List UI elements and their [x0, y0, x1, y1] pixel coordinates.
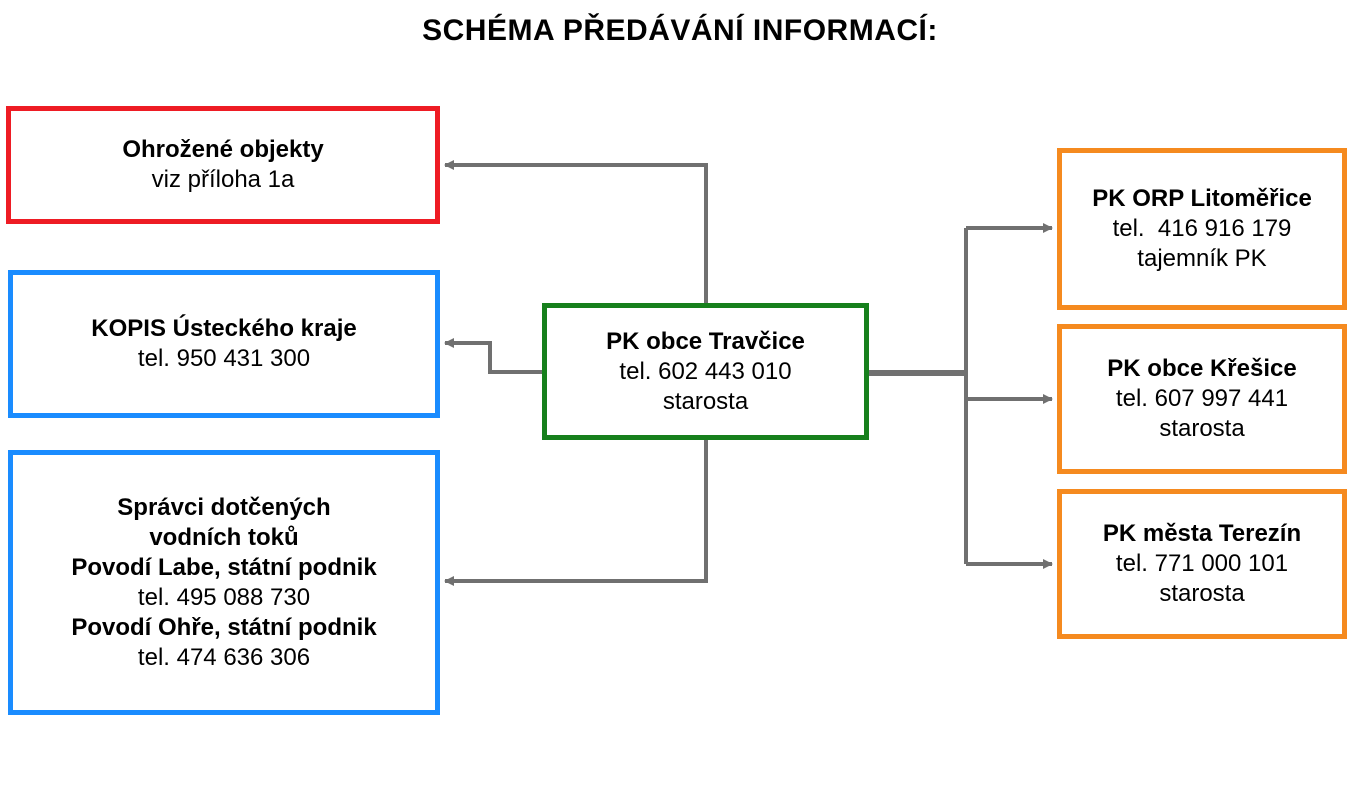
- node-terezin-role: starosta: [1159, 580, 1245, 607]
- node-ohrozene-note: viz příloha 1a: [151, 166, 295, 193]
- node-spravci-heading-1: Správci dotčených: [117, 493, 331, 521]
- node-terezin: PK města Terezín tel. 771 000 101 staros…: [1057, 489, 1347, 639]
- node-kresice-name: PK obce Křešice: [1107, 355, 1297, 382]
- node-center-name: PK obce Travčice: [606, 327, 805, 355]
- node-spravci-org-1: Povodí Labe, státní podnik: [71, 553, 377, 581]
- node-center-phone: tel. 602 443 010: [619, 357, 792, 385]
- node-terezin-name: PK města Terezín: [1102, 520, 1302, 547]
- node-kresice-role: starosta: [1159, 415, 1245, 442]
- arrow-to-spravci: [444, 440, 708, 586]
- node-kresice: PK obce Křešice tel. 607 997 441 starost…: [1057, 324, 1347, 474]
- node-ohrozene-name: Ohrožené objekty: [122, 136, 324, 163]
- node-kopis: KOPIS Ústeckého kraje tel. 950 431 300: [8, 270, 440, 418]
- node-terezin-phone: tel. 771 000 101: [1115, 550, 1289, 577]
- arrow-to-ohrozene: [444, 160, 708, 303]
- node-ohrozene-objekty: Ohrožené objekty viz příloha 1a: [6, 106, 440, 224]
- node-center-role: starosta: [662, 387, 749, 415]
- node-spravci-heading-2: vodních toků: [149, 523, 299, 551]
- node-kopis-phone: tel. 950 431 300: [137, 345, 311, 372]
- node-orp-phone: tel. 416 916 179: [1112, 215, 1292, 242]
- node-center-travcice: PK obce Travčice tel. 602 443 010 staros…: [542, 303, 869, 440]
- node-spravci-org-2: Povodí Ohře, státní podnik: [71, 613, 377, 641]
- node-spravci-phone-2: tel. 474 636 306: [137, 643, 311, 671]
- diagram-title: SCHÉMA PŘEDÁVÁNÍ INFORMACÍ:: [422, 14, 938, 47]
- node-orp-role: tajemník PK: [1137, 245, 1267, 272]
- node-orp-litomerice: PK ORP Litoměřice tel. 416 916 179 tajem…: [1057, 148, 1347, 310]
- node-spravci-phone-1: tel. 495 088 730: [137, 583, 311, 611]
- node-orp-name: PK ORP Litoměřice: [1092, 185, 1312, 212]
- node-kresice-phone: tel. 607 997 441: [1115, 385, 1289, 412]
- node-spravci-vodnich-toku: Správci dotčených vodních toků Povodí La…: [8, 450, 440, 715]
- arrow-to-kopis: [444, 338, 542, 374]
- node-kopis-name: KOPIS Ústeckého kraje: [91, 315, 357, 342]
